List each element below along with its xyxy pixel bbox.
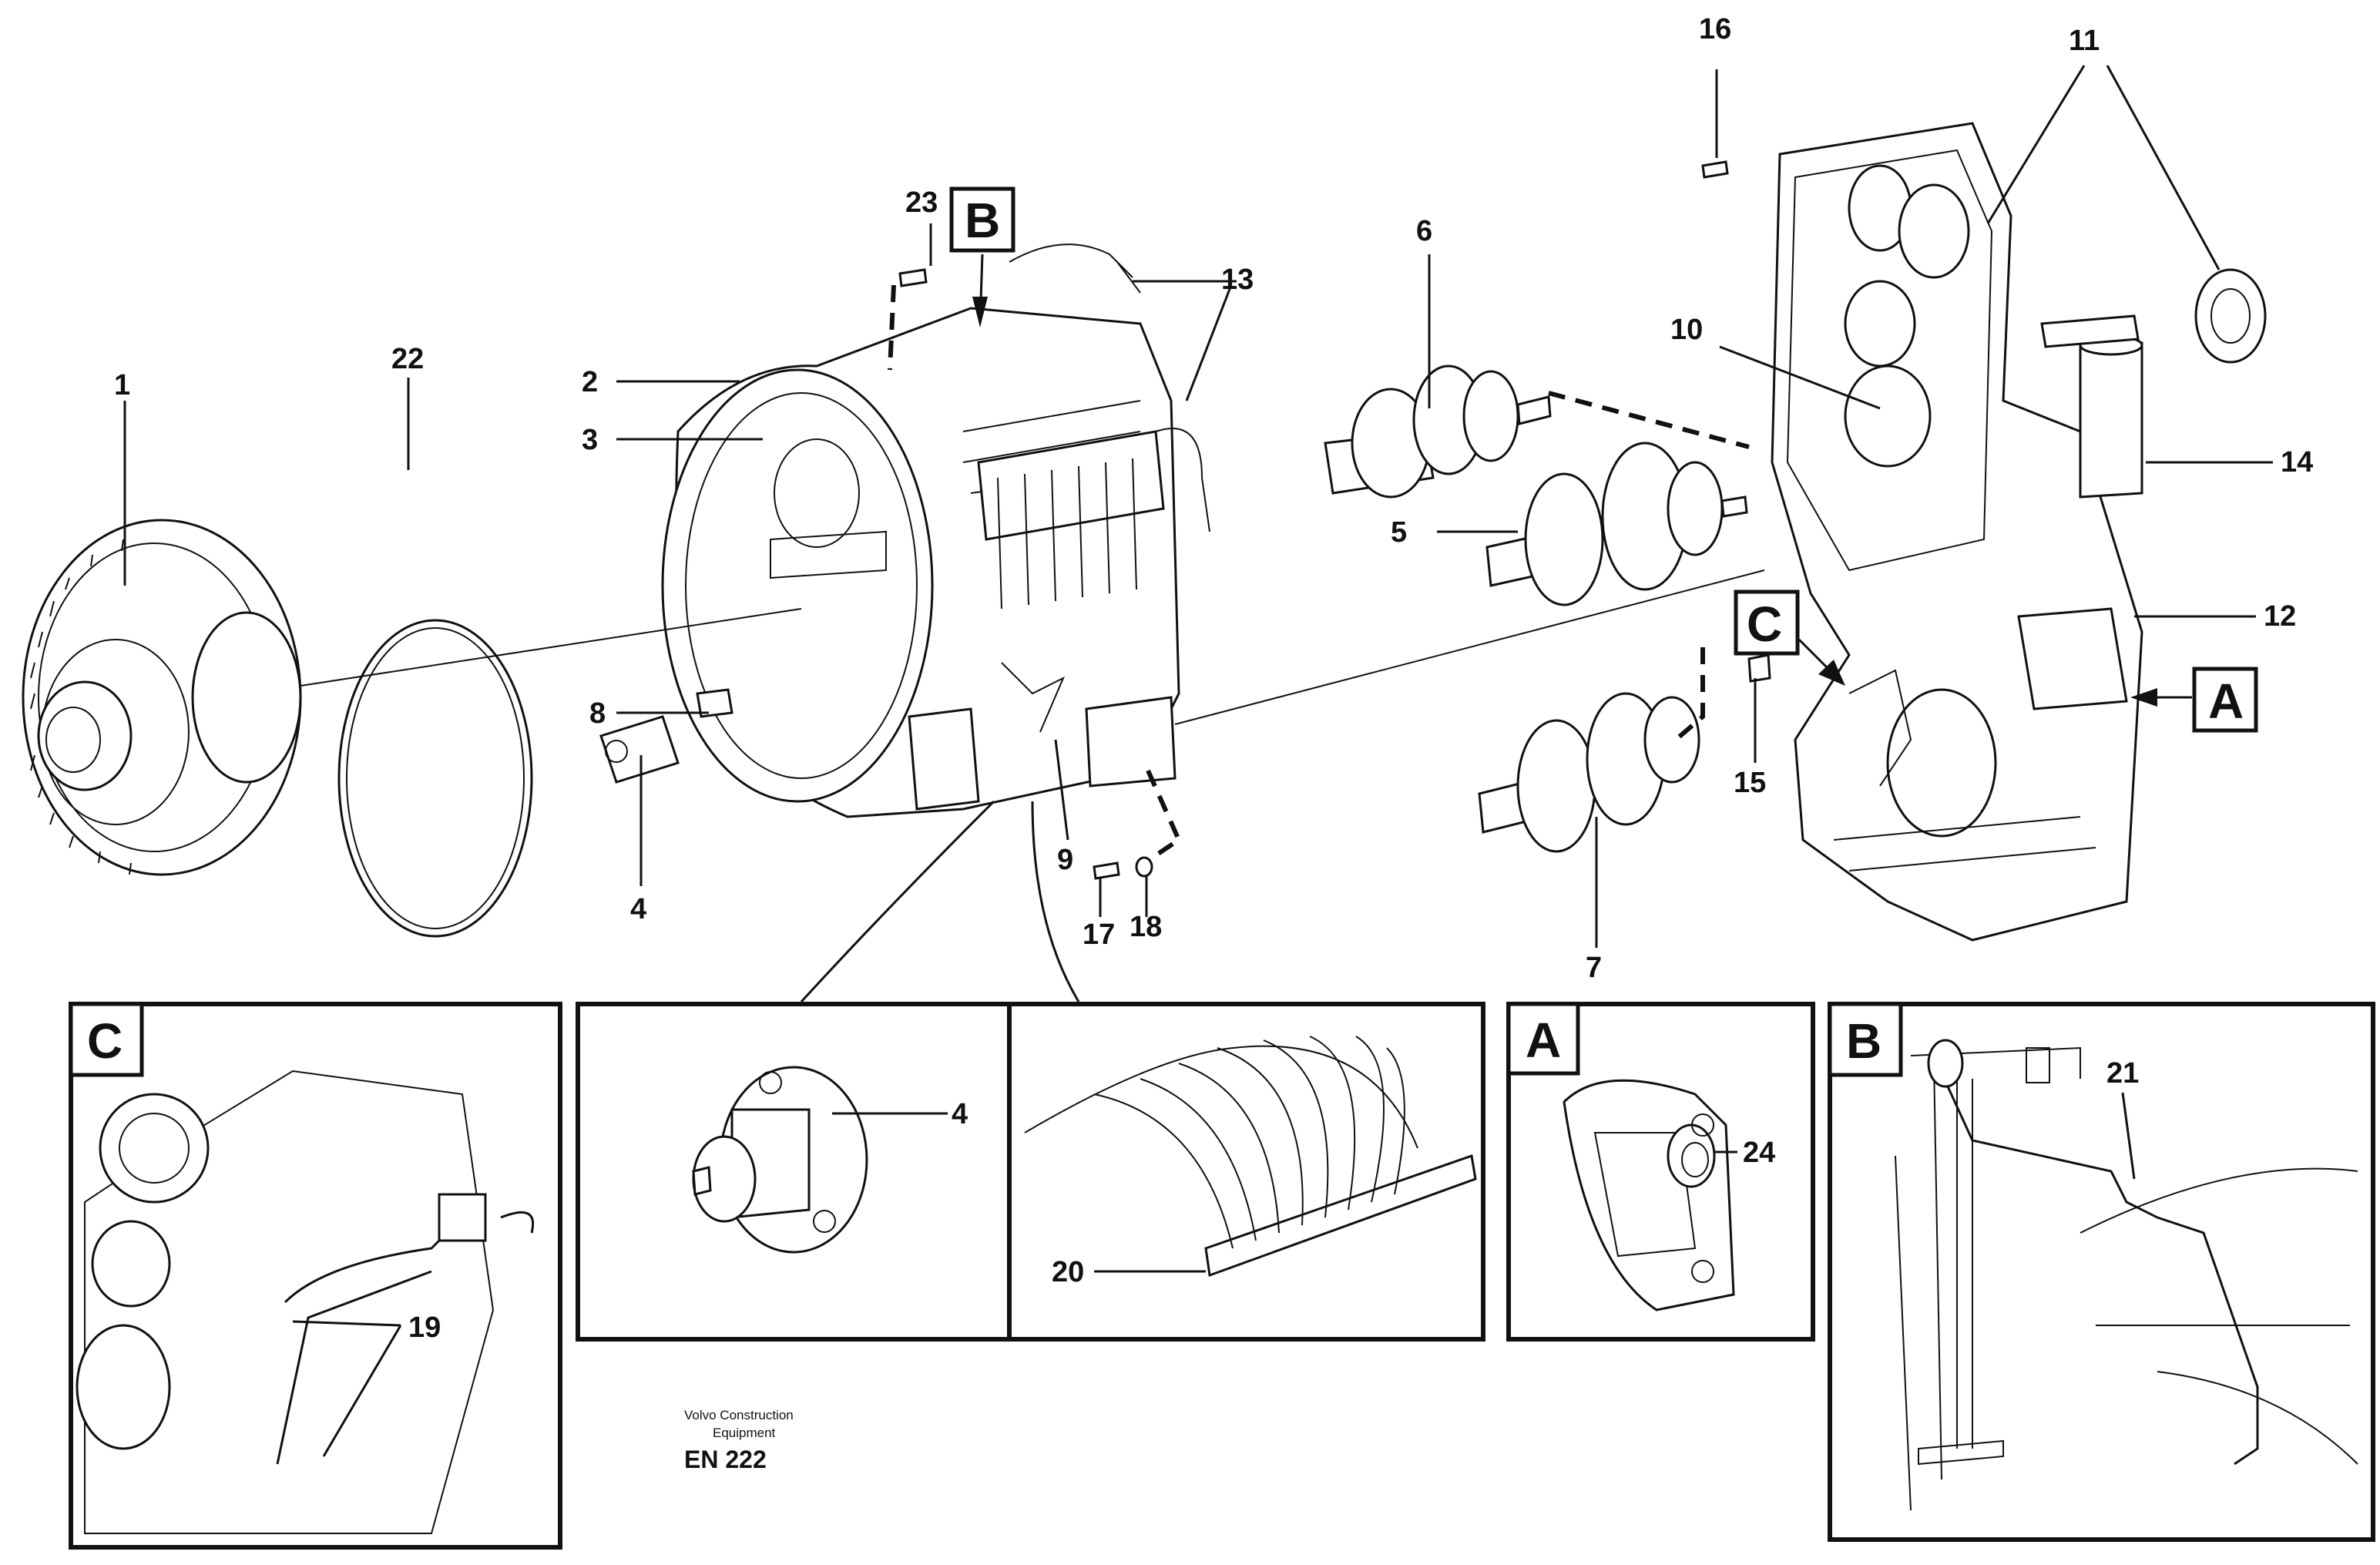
svg-text:B: B: [965, 193, 1000, 248]
callout-9: 9: [1057, 844, 1073, 876]
svg-text:A: A: [2208, 673, 2244, 729]
callout-16: 16: [1699, 13, 1731, 45]
callout-22: 22: [391, 343, 424, 375]
svg-text:A: A: [1526, 1013, 1561, 1068]
view-marker-b: B: [949, 186, 1015, 253]
bolt-part-17: [1093, 861, 1120, 880]
callout-10: 10: [1670, 314, 1703, 346]
callout-7: 7: [1586, 952, 1602, 984]
bolt-part-23: [898, 268, 928, 287]
footer-company-line1: Volvo Construction: [684, 1408, 794, 1422]
callout-24: 24: [1743, 1137, 1775, 1169]
torque-converter-part-1: [22, 519, 302, 876]
detail-panel-part-20: 20: [1007, 1002, 1485, 1342]
footer: Volvo Construction Equipment EN 222: [684, 1408, 794, 1473]
callout-23: 23: [905, 186, 938, 219]
pin-part-15: [1747, 653, 1771, 683]
svg-text:C: C: [87, 1013, 123, 1069]
detail-panel-part-4: 4: [576, 1002, 1012, 1342]
callout-18: 18: [1130, 911, 1162, 943]
callout-15: 15: [1734, 767, 1766, 799]
rear-housing: [1771, 122, 2143, 942]
callout-14: 14: [2281, 446, 2313, 479]
footer-code: EN 222: [684, 1446, 767, 1473]
washer-part-18: [1135, 856, 1153, 878]
filter-part-14: [2040, 314, 2143, 499]
o-ring-part-22: [337, 619, 533, 938]
transmission-housing: [661, 307, 1180, 818]
valve-block: [977, 430, 1165, 610]
callout-20: 20: [1052, 1256, 1084, 1288]
detail-panel-c: C 19: [69, 1002, 562, 1550]
callout-5: 5: [1391, 516, 1407, 549]
callout-4: 4: [630, 893, 646, 925]
callout-11: 11: [2069, 25, 2100, 57]
shaft-part-6: [1324, 364, 1552, 499]
wiring-harness-part-13: [1009, 243, 1141, 294]
callout-17: 17: [1083, 919, 1115, 951]
callout-19: 19: [408, 1311, 441, 1344]
callout-12: 12: [2264, 600, 2296, 633]
callout-4-detail: 4: [952, 1098, 968, 1130]
pin-part-16: [1701, 160, 1729, 179]
view-marker-c: C: [1734, 589, 1800, 656]
shaft-part-5: [1485, 442, 1748, 606]
view-marker-a: A: [2192, 667, 2258, 733]
callout-1: 1: [114, 369, 130, 401]
callout-21: 21: [2106, 1057, 2139, 1090]
svg-text:C: C: [1747, 596, 1782, 652]
valve-manifold-part-20: [1204, 1154, 1477, 1278]
detail-panel-b: B 21: [1828, 1002, 2375, 1542]
callout-13: 13: [1221, 264, 1254, 296]
shaft-part-7: [1478, 692, 1700, 853]
callout-8: 8: [589, 697, 606, 730]
callout-2: 2: [582, 366, 598, 398]
detail-panel-a: A 24: [1506, 1002, 1815, 1342]
footer-company-line2: Equipment: [713, 1426, 776, 1440]
callout-3: 3: [582, 424, 598, 456]
flange-part-11: [2194, 268, 2267, 364]
svg-text:B: B: [1846, 1013, 1882, 1069]
callout-6: 6: [1416, 215, 1432, 247]
part-8: [696, 688, 733, 718]
plug-part-4: [599, 715, 680, 784]
